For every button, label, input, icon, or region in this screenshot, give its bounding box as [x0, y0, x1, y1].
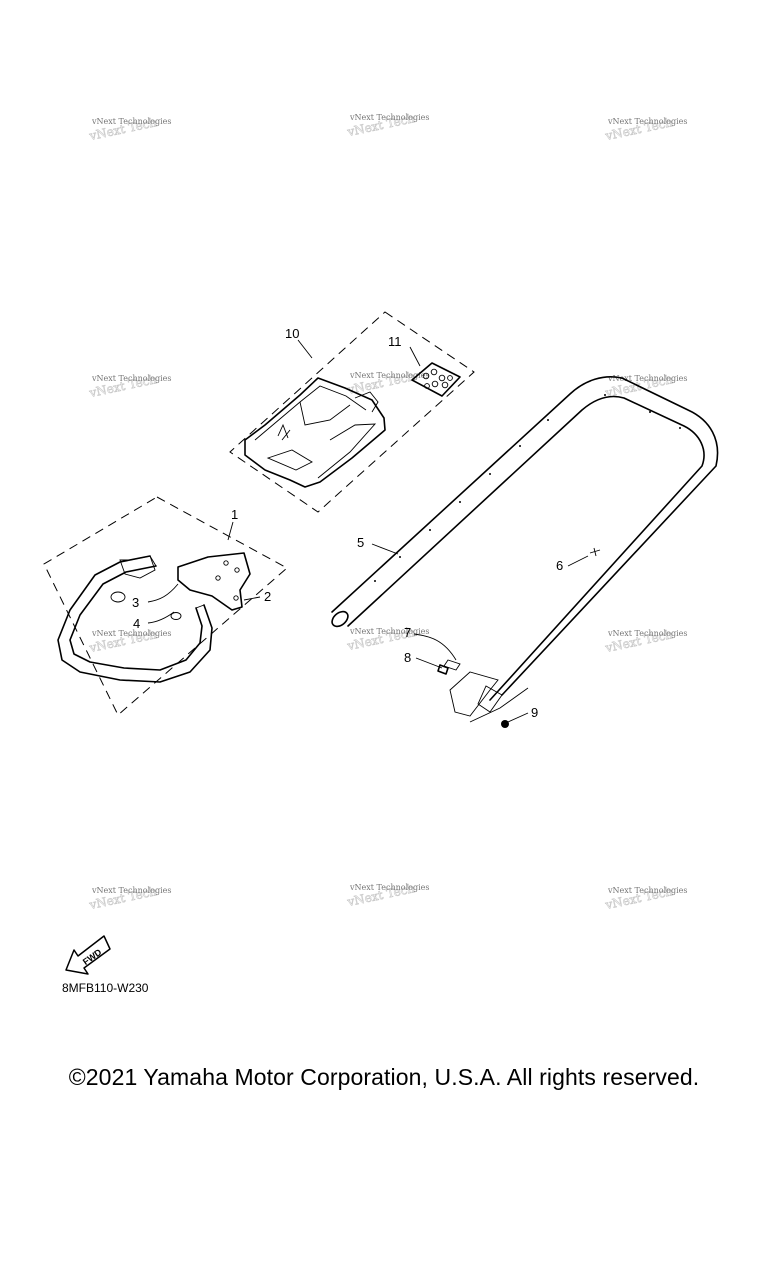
leader-lines: [147, 339, 589, 723]
callout-10: 10: [285, 326, 299, 341]
rail-holes: [374, 394, 681, 582]
watermark: vNext Technologies: [91, 629, 171, 638]
washer-part: [443, 659, 461, 671]
diagram-code: 8MFB110-W230: [62, 981, 149, 995]
grab-bar-part: [57, 552, 251, 683]
nut-part: [501, 720, 509, 728]
watermark: vNext Technologies: [91, 117, 171, 126]
copyright-notice: ©2021 Yamaha Motor Corporation, U.S.A. A…: [68, 1064, 700, 1090]
watermark: vNext Technologies: [607, 886, 687, 895]
watermark: vNext Technologies: [349, 371, 429, 380]
kit-boundary-10: [229, 311, 475, 513]
storage-bag-part: [244, 377, 386, 488]
callout-9: 9: [531, 705, 538, 720]
rivet-part: [589, 547, 601, 557]
callout-11: 11: [388, 334, 402, 349]
watermark: vNext Technologies: [349, 883, 429, 892]
watermark: vNext Technologies: [349, 627, 429, 636]
hardware-kit-part: [411, 362, 461, 397]
watermark: vNext Technologies: [607, 374, 687, 383]
callout-1: 1: [231, 507, 238, 522]
mount-surface: [469, 687, 529, 723]
mount-surface: [449, 671, 499, 717]
callout-6: 6: [556, 558, 563, 573]
callout-8: 8: [404, 650, 411, 665]
fwd-arrow-icon: FWD: [65, 935, 111, 975]
watermark: vNext Technologies: [91, 374, 171, 383]
watermark: vNext Technologies: [607, 117, 687, 126]
callout-2: 2: [264, 589, 271, 604]
watermark: vNext Technologies: [91, 886, 171, 895]
callout-4: 4: [133, 616, 140, 631]
callout-7: 7: [404, 625, 411, 640]
callout-3: 3: [132, 595, 139, 610]
cap-part: [170, 612, 182, 620]
cap-part: [110, 591, 126, 603]
rail-tube-part: [331, 376, 719, 713]
bolt-part: [437, 664, 449, 675]
callout-5: 5: [357, 535, 364, 550]
watermark: vNext Technologies: [349, 113, 429, 122]
watermark: vNext Technologies: [607, 629, 687, 638]
kit-boundary-1: [43, 496, 288, 716]
